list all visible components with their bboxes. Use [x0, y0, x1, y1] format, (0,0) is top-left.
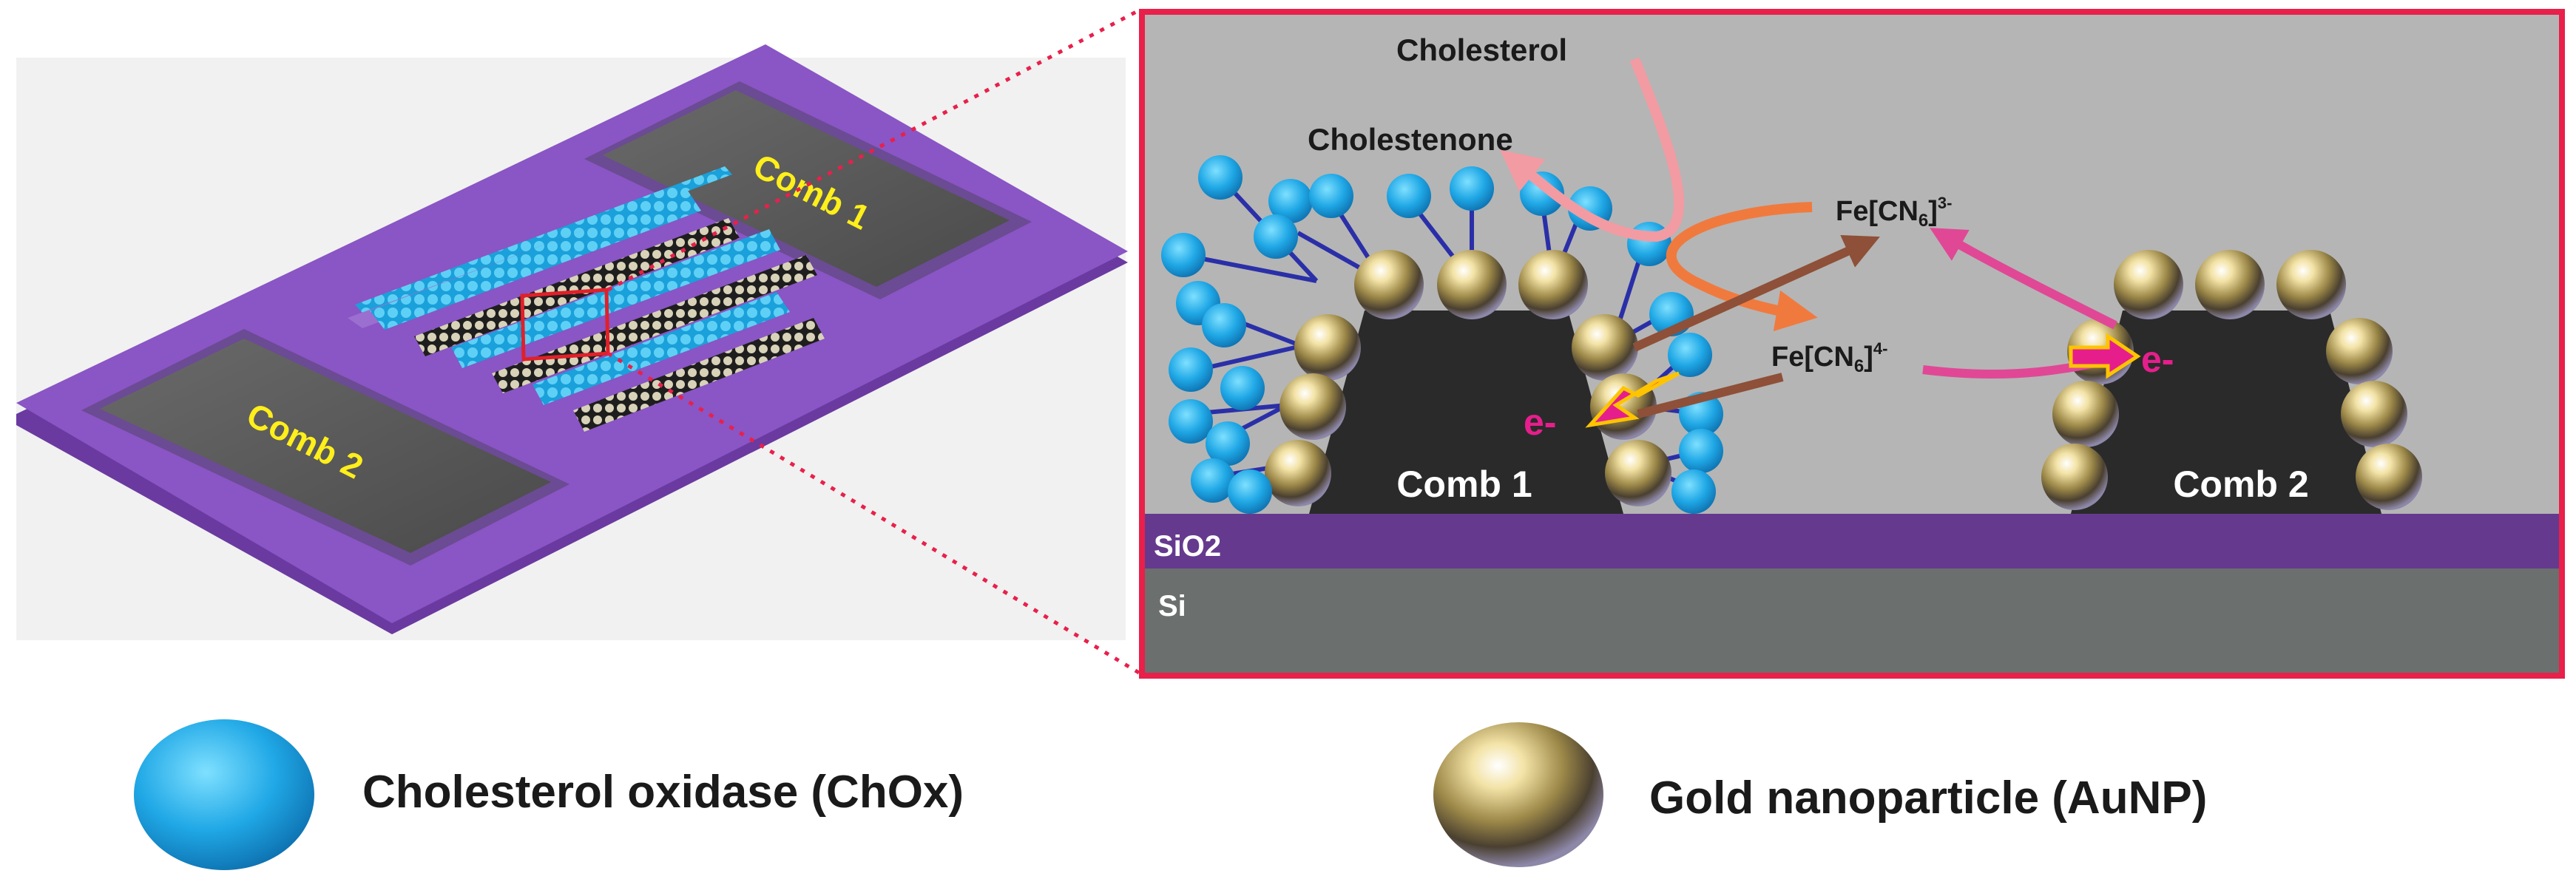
aunp	[1354, 250, 1424, 319]
device-render: Comb 1 Comb 2	[16, 44, 1128, 640]
chox-finger-2	[370, 191, 701, 330]
comb2-label: Comb 2	[2173, 464, 2308, 505]
chox-legend-icon	[134, 719, 314, 870]
chox-enzyme	[1254, 214, 1298, 259]
aunp	[1590, 373, 1657, 440]
aunp	[2052, 381, 2119, 447]
chox-enzyme	[1268, 179, 1313, 223]
chox-enzymes	[1161, 155, 1723, 514]
chox-enzyme	[1679, 429, 1723, 473]
ferricyanide-label: Fe[CN6]3-	[1836, 194, 1952, 231]
chox-enzyme	[1202, 303, 1246, 347]
aunp	[2041, 444, 2108, 510]
aunp	[2195, 250, 2265, 319]
electron-left-label: e-	[1524, 401, 1556, 443]
aunp-legend-label: Gold nanoparticle (AuNP)	[1649, 773, 2207, 824]
aunp	[1265, 440, 1331, 506]
aunp-legend-icon	[1433, 722, 1603, 867]
electron-arrow-right	[2069, 333, 2141, 379]
ferrocyanide-label: Fe[CN6]4-	[1771, 339, 1887, 376]
chox-legend-label: Cholesterol oxidase (ChOx)	[362, 767, 964, 818]
zoom-panel: SiO2 Si	[1139, 9, 2565, 679]
aunp	[1605, 440, 1671, 506]
si-layer	[1142, 569, 2562, 676]
comb1-label: Comb 1	[1396, 464, 1532, 505]
aunp	[1437, 250, 1507, 319]
cholesterol-arrow	[1500, 57, 1684, 242]
comb1-trapezoid	[1309, 310, 1623, 514]
aunp	[1518, 250, 1588, 319]
aunp	[2341, 381, 2407, 447]
chox-enzyme	[1198, 155, 1243, 200]
electron-right-label: e-	[2141, 339, 2174, 380]
aunp	[2114, 250, 2183, 319]
chox-finger-1	[355, 166, 732, 313]
aunp	[2356, 444, 2422, 510]
chox-enzyme	[1309, 174, 1353, 218]
chox-enzyme	[1191, 458, 1235, 503]
si-label: Si	[1158, 590, 1186, 622]
chox-enzyme	[1668, 333, 1712, 377]
comb2-electrode: Comb 2	[2041, 250, 2422, 514]
chox-finger-3	[451, 229, 780, 368]
aunp	[2326, 318, 2393, 384]
chox-enzyme	[1228, 469, 1272, 514]
aunp-finger-3	[573, 318, 825, 432]
comb2-pad	[100, 339, 551, 553]
zoom-frame	[1139, 9, 2565, 679]
chox-enzyme	[1161, 233, 1206, 277]
sio2-layer	[1142, 514, 2562, 569]
chox-enzyme	[1169, 399, 1213, 444]
chox-enzyme	[1220, 366, 1265, 410]
chox-enzyme	[1450, 166, 1494, 211]
comb1-electrode: Comb 1	[1161, 155, 1723, 514]
electron-transfer-line-left	[1637, 373, 1784, 418]
chox-enzyme	[1671, 469, 1716, 514]
cholesterol-label: Cholesterol	[1396, 33, 1567, 67]
zoom-line-top	[606, 8, 1140, 292]
aunp	[1294, 314, 1361, 381]
chox-enzyme	[1206, 421, 1250, 466]
aunp-finger-1	[414, 218, 740, 356]
legend: Cholesterol oxidase (ChOx) Gold nanopart…	[134, 719, 2207, 870]
comb2-trapezoid	[2071, 310, 2381, 514]
chox-enzyme	[1387, 174, 1431, 218]
aunp	[1279, 373, 1346, 440]
comb1-aunps	[1265, 250, 1671, 506]
electron-arrow-left	[1585, 371, 1680, 428]
chox-enzyme	[1169, 347, 1213, 392]
zoom-line-bottom	[606, 351, 1140, 675]
ferricyanide-regeneration-arrow	[1930, 228, 2117, 330]
ferricyanide-reduction-arrow	[1666, 202, 1818, 332]
comb1-pad	[603, 90, 1010, 287]
sio2-label: SiO2	[1154, 530, 1221, 563]
chox-finger-4	[533, 292, 790, 405]
aunp-finger-2	[492, 255, 817, 393]
ferrocyanide-oxidation-arrow	[1632, 235, 1880, 352]
aunp	[1572, 314, 1638, 381]
cholestenone-label: Cholestenone	[1308, 122, 1513, 157]
aunp	[2276, 250, 2346, 319]
